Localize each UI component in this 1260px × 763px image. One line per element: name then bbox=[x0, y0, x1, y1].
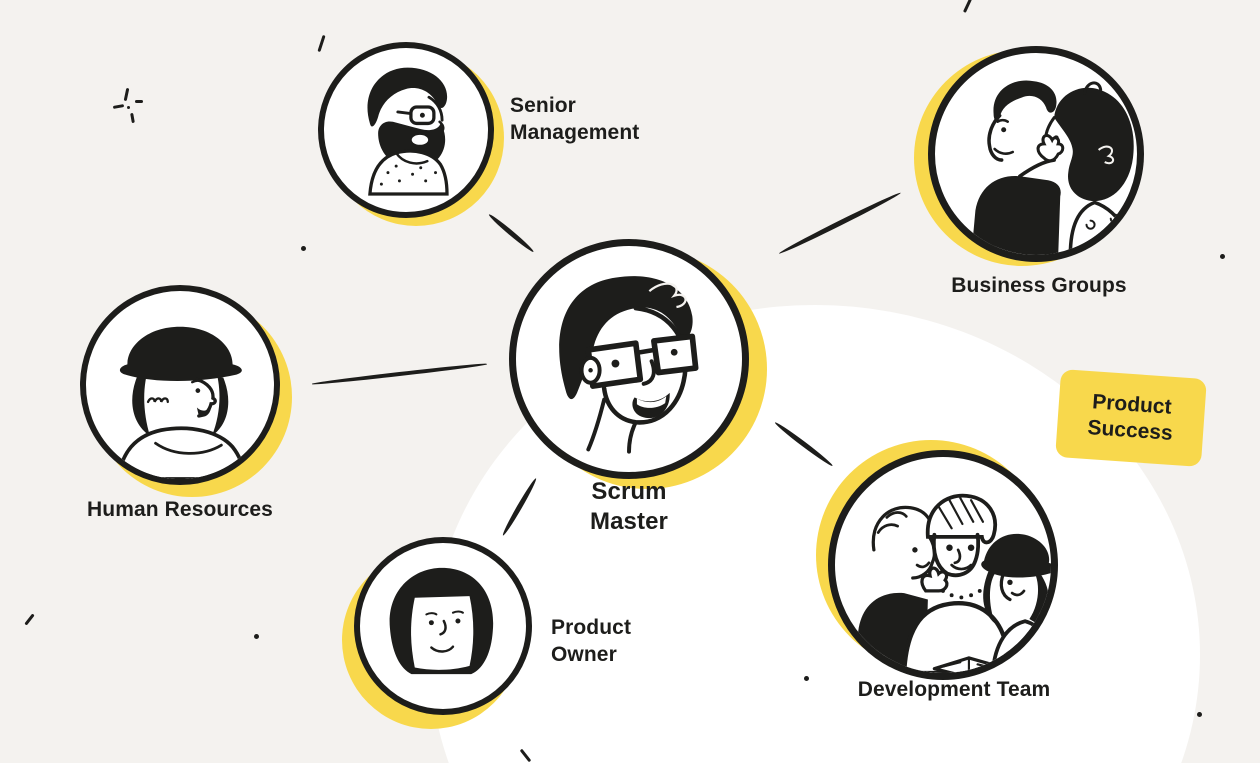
bearded-man-with-glasses-avatar bbox=[318, 42, 494, 218]
node-development-team bbox=[816, 440, 1058, 680]
dot-decoration bbox=[254, 634, 259, 639]
label-business-groups: Business Groups bbox=[951, 274, 1127, 297]
dot-decoration bbox=[301, 246, 306, 251]
product-success-badge: Product Success bbox=[1055, 369, 1207, 467]
dot-decoration bbox=[804, 676, 809, 681]
label-product-owner: Product Owner bbox=[551, 616, 632, 667]
dash-decoration bbox=[24, 613, 35, 626]
node-scrum-master bbox=[509, 239, 767, 489]
label-senior-management: Senior Management bbox=[510, 94, 640, 145]
node-senior-management bbox=[318, 42, 504, 226]
node-product-owner bbox=[342, 537, 532, 729]
label-development-team: Development Team bbox=[857, 678, 1051, 701]
node-business-groups bbox=[914, 46, 1144, 266]
woman-with-bob-haircut-avatar bbox=[354, 537, 532, 715]
connector-scrum-to-human-resources bbox=[311, 362, 488, 386]
dash-decoration bbox=[962, 0, 973, 13]
connector-scrum-to-business-groups bbox=[777, 190, 902, 256]
woman-with-wide-hat-avatar bbox=[80, 285, 280, 485]
sparkle-icon bbox=[112, 86, 146, 126]
label-human-resources: Human Resources bbox=[87, 498, 273, 521]
product-success-label: Product Success bbox=[1086, 390, 1174, 445]
dot-decoration bbox=[1220, 254, 1225, 259]
man-with-glasses-avatar bbox=[509, 239, 749, 479]
label-scrum-master: Scrum Master bbox=[590, 478, 668, 535]
dot-decoration bbox=[1197, 712, 1202, 717]
three-teammates-avatar bbox=[828, 450, 1058, 680]
node-human-resources bbox=[80, 285, 292, 497]
two-people-whispering-avatar bbox=[928, 46, 1144, 262]
